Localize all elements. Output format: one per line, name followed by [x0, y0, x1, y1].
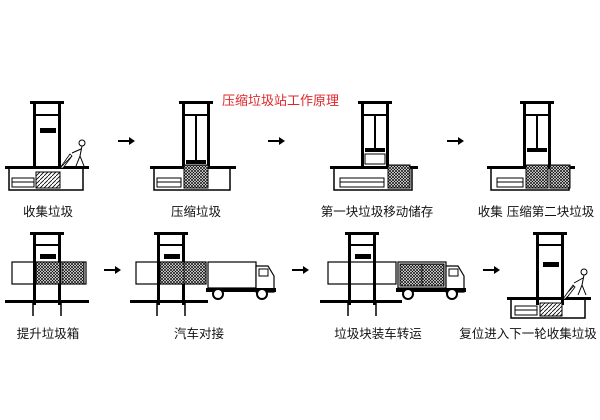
- worker-figure: [71, 139, 86, 167]
- step-1-label: 收集垃圾: [22, 204, 74, 219]
- step-8-label: 复位进入下一轮收集垃圾: [459, 326, 597, 341]
- step-7-illustration: [320, 232, 466, 316]
- step-6-illustration: [130, 232, 276, 316]
- step-5-label: 提升垃圾箱: [16, 326, 80, 341]
- step-2-illustration: [150, 101, 236, 191]
- step-7-label: 垃圾块装车转运: [334, 326, 422, 341]
- step-3-illustration: [330, 101, 418, 191]
- step-4-illustration: [487, 101, 575, 191]
- step-5-illustration: [5, 232, 89, 316]
- truck-7: [396, 261, 466, 300]
- arrow-7-8: [483, 266, 500, 274]
- step-8-illustration: [507, 232, 591, 319]
- truck-6: [206, 261, 276, 300]
- arrow-2-3: [268, 137, 285, 145]
- step-2-label: 压缩垃圾: [170, 204, 222, 219]
- worker-figure-2: [573, 268, 588, 296]
- arrow-5-6: [104, 266, 121, 274]
- step-4-label: 收集 压缩第二块垃圾: [477, 204, 595, 219]
- arrow-1-2: [118, 137, 135, 145]
- diagram-title: 压缩垃圾站工作原理: [222, 94, 340, 109]
- arrow-3-4: [447, 137, 464, 145]
- step-6-label: 汽车对接: [173, 326, 225, 341]
- arrow-6-7: [292, 266, 309, 274]
- step-1-illustration: [5, 101, 89, 191]
- step-3-label: 第一块垃圾移动储存: [320, 204, 434, 219]
